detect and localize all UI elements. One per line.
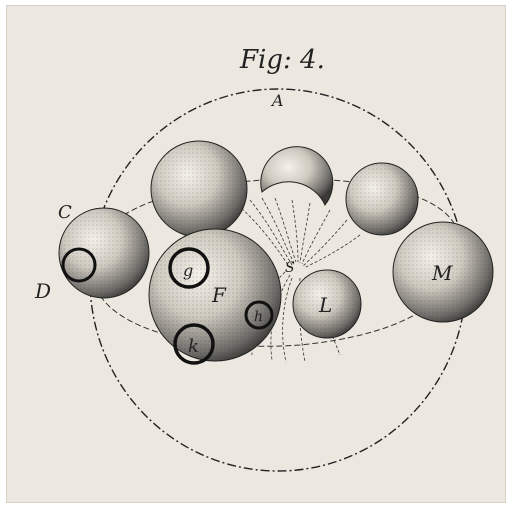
crescent-planet bbox=[261, 147, 333, 205]
planet-C-texture bbox=[59, 208, 149, 298]
label-k: k bbox=[188, 336, 199, 357]
label-g: g bbox=[183, 261, 193, 280]
figure-title: Fig: 4. bbox=[239, 45, 325, 75]
label-F: F bbox=[211, 283, 227, 307]
label-D: D bbox=[34, 279, 51, 303]
label-M: M bbox=[431, 261, 453, 285]
label-L: L bbox=[318, 293, 332, 317]
label-S: S bbox=[285, 260, 295, 276]
planet-upper-right-texture bbox=[346, 163, 418, 235]
label-C: C bbox=[58, 202, 72, 223]
label-h: h bbox=[254, 309, 263, 325]
planet-upper-left-texture bbox=[151, 141, 247, 237]
label-A: A bbox=[270, 91, 284, 110]
